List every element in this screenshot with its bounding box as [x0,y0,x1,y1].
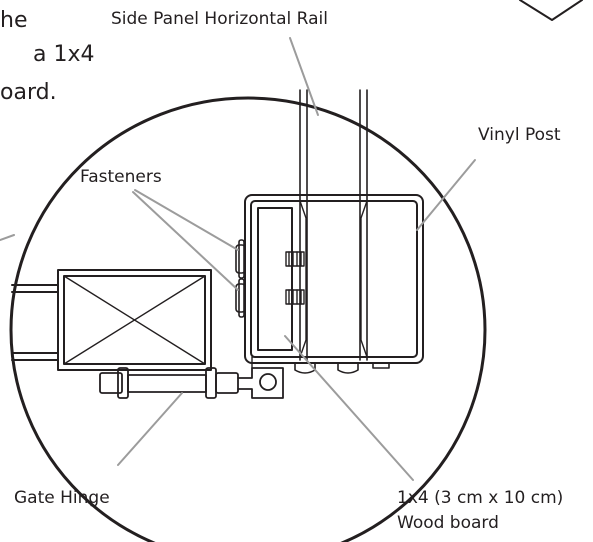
wood-board [257,207,293,351]
leader-lines [0,37,476,481]
gate-hinge [99,356,284,399]
vinyl-post [244,194,424,364]
detail-circle [9,96,487,542]
label-wood-board-name: Wood board [397,513,499,533]
intro-text-line-1: he [0,8,28,33]
intro-text-line-3: oard. [0,80,57,105]
fastener-heads [235,239,246,318]
gate-frame [11,269,212,371]
label-side-panel-horizontal-rail: Side Panel Horizontal Rail [111,9,328,29]
fastener-bolts [285,251,305,305]
corner-box-fragment [519,0,583,21]
side-panel-rails [299,89,368,361]
label-wood-board-size: 1x4 (3 cm x 10 cm) [397,488,564,508]
label-fasteners: Fasteners [80,167,162,187]
intro-text-line-2: a 1x4 [33,42,95,67]
label-vinyl-post: Vinyl Post [478,125,561,145]
label-gate-hinge: Gate Hinge [14,488,110,508]
